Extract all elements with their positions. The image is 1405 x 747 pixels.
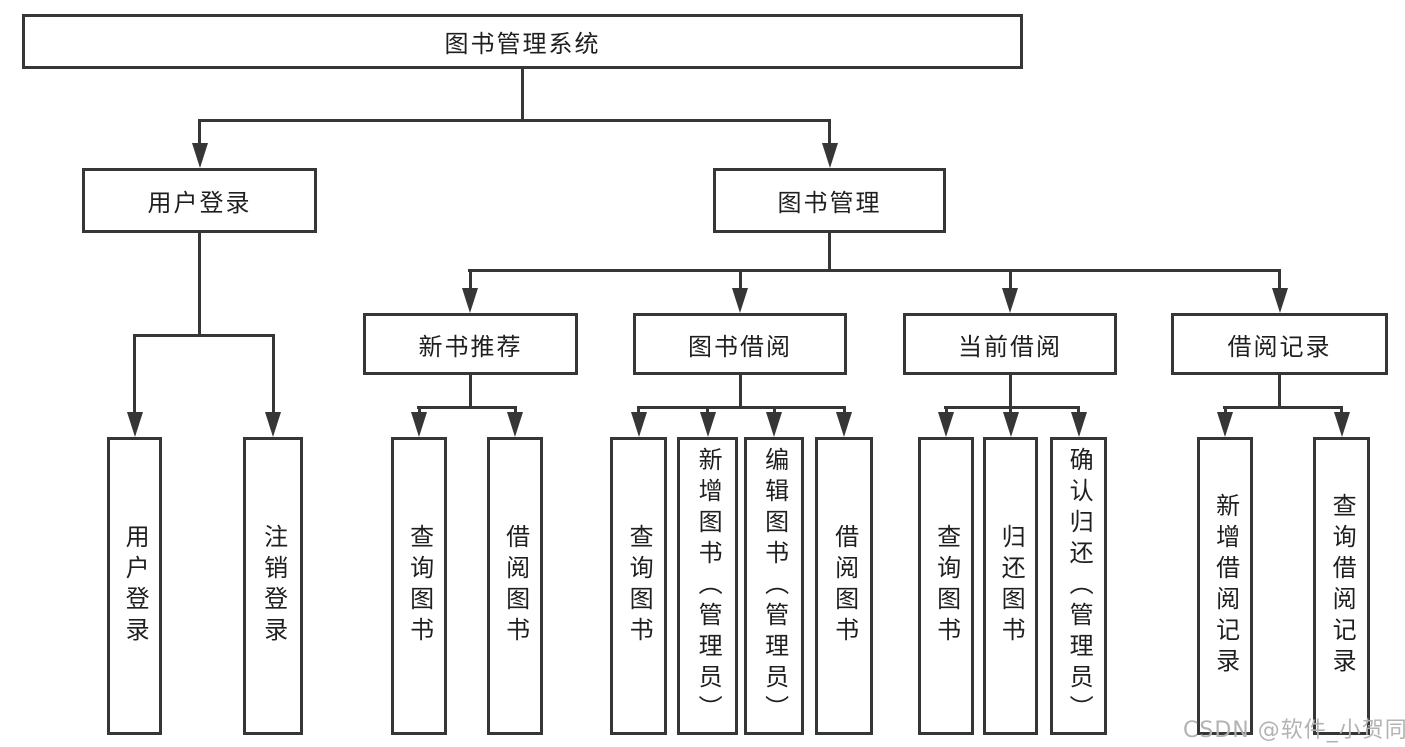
node-book-mgmt: 图书管理 <box>713 168 946 233</box>
node-user-login: 用户登录 <box>82 168 317 233</box>
connector-current-borrow-stem <box>1009 375 1012 409</box>
leaf-cb-query-books: 查询图书 <box>918 437 974 735</box>
leaf-label: 查询图书 <box>932 524 961 648</box>
leaf-cb-return-books: 归还图书 <box>983 437 1038 735</box>
connector-book-mgmt-stem <box>828 233 831 272</box>
leaf-label: 查询图书 <box>625 524 654 648</box>
arrow-to-user-login <box>192 143 208 168</box>
connector-book-borrow-stem <box>739 375 742 409</box>
connector-leaf-stub <box>1340 406 1343 414</box>
connector-leaf-stub <box>1077 406 1080 414</box>
node-current-borrow: 当前借阅 <box>903 313 1117 375</box>
leaf-logout: 注销登录 <box>243 437 303 735</box>
node-book-borrow: 图书借阅 <box>633 313 847 375</box>
connector-new-book-drop <box>469 269 472 290</box>
leaf-label: 借阅图书 <box>830 524 859 648</box>
leaf-bb-borrow-books: 借阅图书 <box>815 437 873 735</box>
leaf-cb-confirm-return-admin: 确认归还（管理员） <box>1050 437 1107 735</box>
connector-leaf-stub <box>843 406 846 414</box>
connector-user-login-stem <box>198 233 201 337</box>
leaf-bb-add-books-admin: 新增图书（管理员） <box>677 437 738 735</box>
arrow-to-leaf-nbr-borrow <box>507 412 523 437</box>
leaf-label: 确认归还（管理员） <box>1065 446 1094 726</box>
connector-leaf-stub <box>514 406 517 414</box>
leaf-nbr-borrow-books: 借阅图书 <box>487 437 543 735</box>
leaf-label: 注销登录 <box>259 524 288 648</box>
leaf-label: 新增图书（管理员） <box>694 446 723 726</box>
leaf-label: 新增借阅记录 <box>1211 493 1240 679</box>
connector-level2-rail <box>468 269 1281 272</box>
connector-leaf-stub <box>637 406 640 414</box>
connector-leaf-stub <box>418 406 421 414</box>
connector-leaf-stub <box>773 406 776 414</box>
leaf-user-login: 用户登录 <box>107 437 162 735</box>
arrow-to-leaf-cb-query <box>938 412 954 437</box>
arrow-to-leaf-bb-borrow <box>836 412 852 437</box>
connector-leaf-stub <box>706 406 709 414</box>
leaf-label: 借阅图书 <box>501 524 530 648</box>
connector-borrow-records-drop <box>1278 269 1281 290</box>
arrow-to-leaf-cb-confirm <box>1071 412 1087 437</box>
arrow-to-borrow-records <box>1272 288 1288 313</box>
connector-book-borrow-rail <box>637 406 846 409</box>
arrow-to-leaf-nbr-query <box>411 412 427 437</box>
connector-leaf-stub <box>1009 406 1012 414</box>
leaf-label: 用户登录 <box>121 524 150 648</box>
leaf-label: 查询借阅记录 <box>1328 493 1357 679</box>
leaf-bb-query-books: 查询图书 <box>610 437 667 735</box>
leaf-br-add-record: 新增借阅记录 <box>1197 437 1253 735</box>
leaf-label: 归还图书 <box>997 524 1026 648</box>
connector-leaf-stub <box>945 406 948 414</box>
connector-borrow-records-stem <box>1278 375 1281 409</box>
connector-leaf-logout-drop <box>272 334 275 414</box>
arrow-to-book-borrow <box>732 288 748 313</box>
arrow-to-leaf-logout <box>265 412 281 437</box>
connector-book-borrow-drop <box>739 269 742 290</box>
arrow-to-current-borrow <box>1002 288 1018 313</box>
arrow-to-leaf-bb-edit <box>766 412 782 437</box>
leaf-bb-edit-books-admin: 编辑图书（管理员） <box>744 437 804 735</box>
leaf-nbr-query-books: 查询图书 <box>391 437 447 735</box>
arrow-to-leaf-user-login <box>127 412 143 437</box>
leaf-label: 编辑图书（管理员） <box>760 446 789 726</box>
connector-book-mgmt-drop <box>828 119 831 145</box>
connector-new-book-stem <box>469 375 472 409</box>
arrow-to-leaf-bb-add <box>700 412 716 437</box>
connector-level1-rail <box>198 119 831 122</box>
connector-user-children-rail <box>133 334 275 337</box>
connector-new-book-rail <box>417 406 517 409</box>
node-new-book-rec: 新书推荐 <box>363 313 578 375</box>
connector-leaf-stub <box>1224 406 1227 414</box>
arrow-to-leaf-br-add <box>1217 412 1233 437</box>
arrow-to-leaf-br-query <box>1334 412 1350 437</box>
watermark: CSDN @软件_小贺同学 <box>1183 718 1405 743</box>
leaf-br-query-record: 查询借阅记录 <box>1313 437 1370 735</box>
connector-leaf-user-login-drop <box>133 334 136 414</box>
arrow-to-leaf-bb-query <box>631 412 647 437</box>
connector-current-borrow-rail <box>944 406 1080 409</box>
node-borrow-records: 借阅记录 <box>1171 313 1388 375</box>
node-root: 图书管理系统 <box>22 14 1023 69</box>
arrow-to-leaf-cb-return <box>1003 412 1019 437</box>
connector-current-borrow-drop <box>1009 269 1012 290</box>
arrow-to-new-book <box>462 288 478 313</box>
connector-root-stem <box>521 69 524 122</box>
connector-borrow-records-rail <box>1223 406 1343 409</box>
arrow-to-book-mgmt <box>822 143 838 168</box>
connector-user-login-drop <box>198 119 201 145</box>
leaf-label: 查询图书 <box>405 524 434 648</box>
